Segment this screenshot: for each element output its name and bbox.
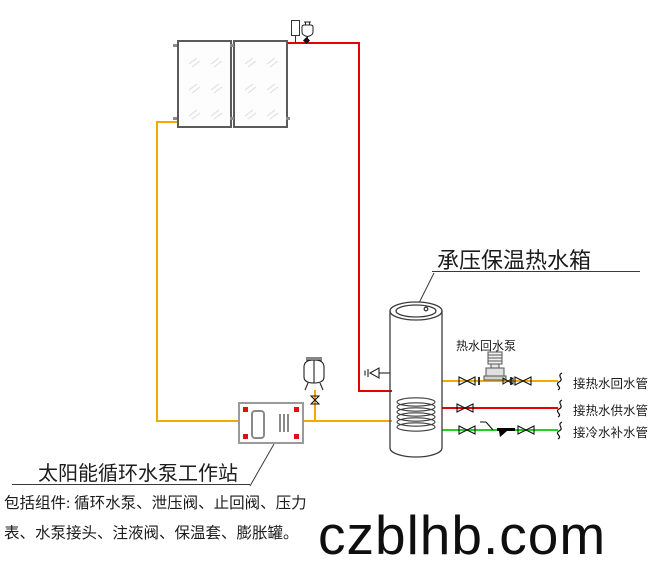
gate-valve-icon xyxy=(458,376,476,386)
pump-flange-tick xyxy=(510,377,512,385)
hot-water-tank xyxy=(389,301,443,458)
return-pipe-downcomer xyxy=(156,121,158,422)
sensor-stem xyxy=(295,36,296,43)
tank-side-sensor-icon xyxy=(364,367,390,379)
panel-mount-nub xyxy=(286,117,290,120)
gate-valve-icon xyxy=(458,425,476,435)
gate-valve-icon xyxy=(517,425,535,435)
tank-label: 承压保温热水箱 xyxy=(437,248,592,273)
hot-water-supply-branch xyxy=(442,407,558,409)
gate-valve-icon xyxy=(514,376,532,386)
hot-supply-connection-label: 接热水供水管 xyxy=(573,404,649,418)
components-note-line1: 包括组件: 循环水泵、泄压阀、止回阀、压力 xyxy=(4,495,307,512)
site-watermark: czblhb.com xyxy=(318,504,607,566)
panel-glass-sparkles-icon xyxy=(188,57,223,120)
workstation-vent-line xyxy=(287,414,289,432)
pump-flange-tick xyxy=(478,377,480,385)
panel-mount-nub xyxy=(173,117,177,120)
workstation-corner-screw xyxy=(243,407,248,412)
expansion-tank-valve-icon xyxy=(310,395,320,405)
temperature-sensor-icon xyxy=(291,20,300,36)
return-pump-icon xyxy=(483,351,507,381)
return-pipe-panel-stub xyxy=(156,121,179,123)
solar-panel-left xyxy=(177,40,232,128)
hot-pipe-riser xyxy=(358,42,360,392)
hot-pipe-top-horizontal xyxy=(288,42,360,44)
workstation-label: 太阳能循环水泵工作站 xyxy=(38,463,238,485)
pipe-break-icon xyxy=(556,372,563,391)
workstation-corner-screw xyxy=(294,407,299,412)
small-valve-icon xyxy=(502,377,514,385)
pipe-break-icon xyxy=(556,421,563,440)
components-note-line2: 表、水泵接头、注液阀、保温套、膨胀罐。 xyxy=(4,525,299,542)
expansion-tank-connector xyxy=(314,390,316,421)
workstation-vent-line xyxy=(283,414,285,432)
hot-pipe-to-tank xyxy=(358,390,392,392)
panel-glass-sparkles-icon xyxy=(244,57,279,120)
panel-mount-nub xyxy=(230,117,234,120)
workstation-corner-screw xyxy=(243,434,248,439)
hot-return-connection-label: 接热水回水管 xyxy=(573,377,649,391)
hot-water-return-branch xyxy=(442,380,558,382)
heat-exchanger-coil-icon xyxy=(396,397,436,432)
cold-makeup-connection-label: 接冷水补水管 xyxy=(573,426,649,440)
workstation-vent-line xyxy=(279,414,281,432)
panel-mount-nub xyxy=(230,44,234,47)
workstation-label-leader-line xyxy=(249,443,275,487)
strainer-valve-icon xyxy=(497,428,515,437)
panel-mount-nub xyxy=(173,44,177,47)
workstation-corner-screw xyxy=(294,434,299,439)
check-valve-icon xyxy=(480,421,494,431)
expansion-tank-icon xyxy=(303,357,325,391)
solar-panel-right xyxy=(233,40,288,128)
workstation-label-underline xyxy=(12,484,250,485)
workstation-display-slot xyxy=(251,410,265,439)
pump-workstation-box xyxy=(238,402,304,444)
return-pump-label: 热水回水泵 xyxy=(456,339,517,353)
gate-valve-icon xyxy=(456,403,474,413)
tank-label-underline xyxy=(432,271,640,272)
pipe-break-icon xyxy=(556,399,563,418)
